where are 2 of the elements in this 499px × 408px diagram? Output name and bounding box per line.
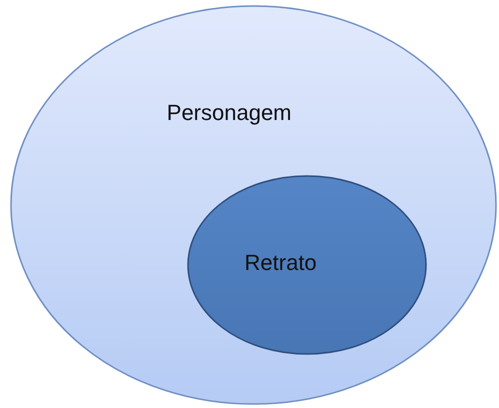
set-label: Retrato [244,250,317,276]
set-label: Personagem [166,100,292,126]
